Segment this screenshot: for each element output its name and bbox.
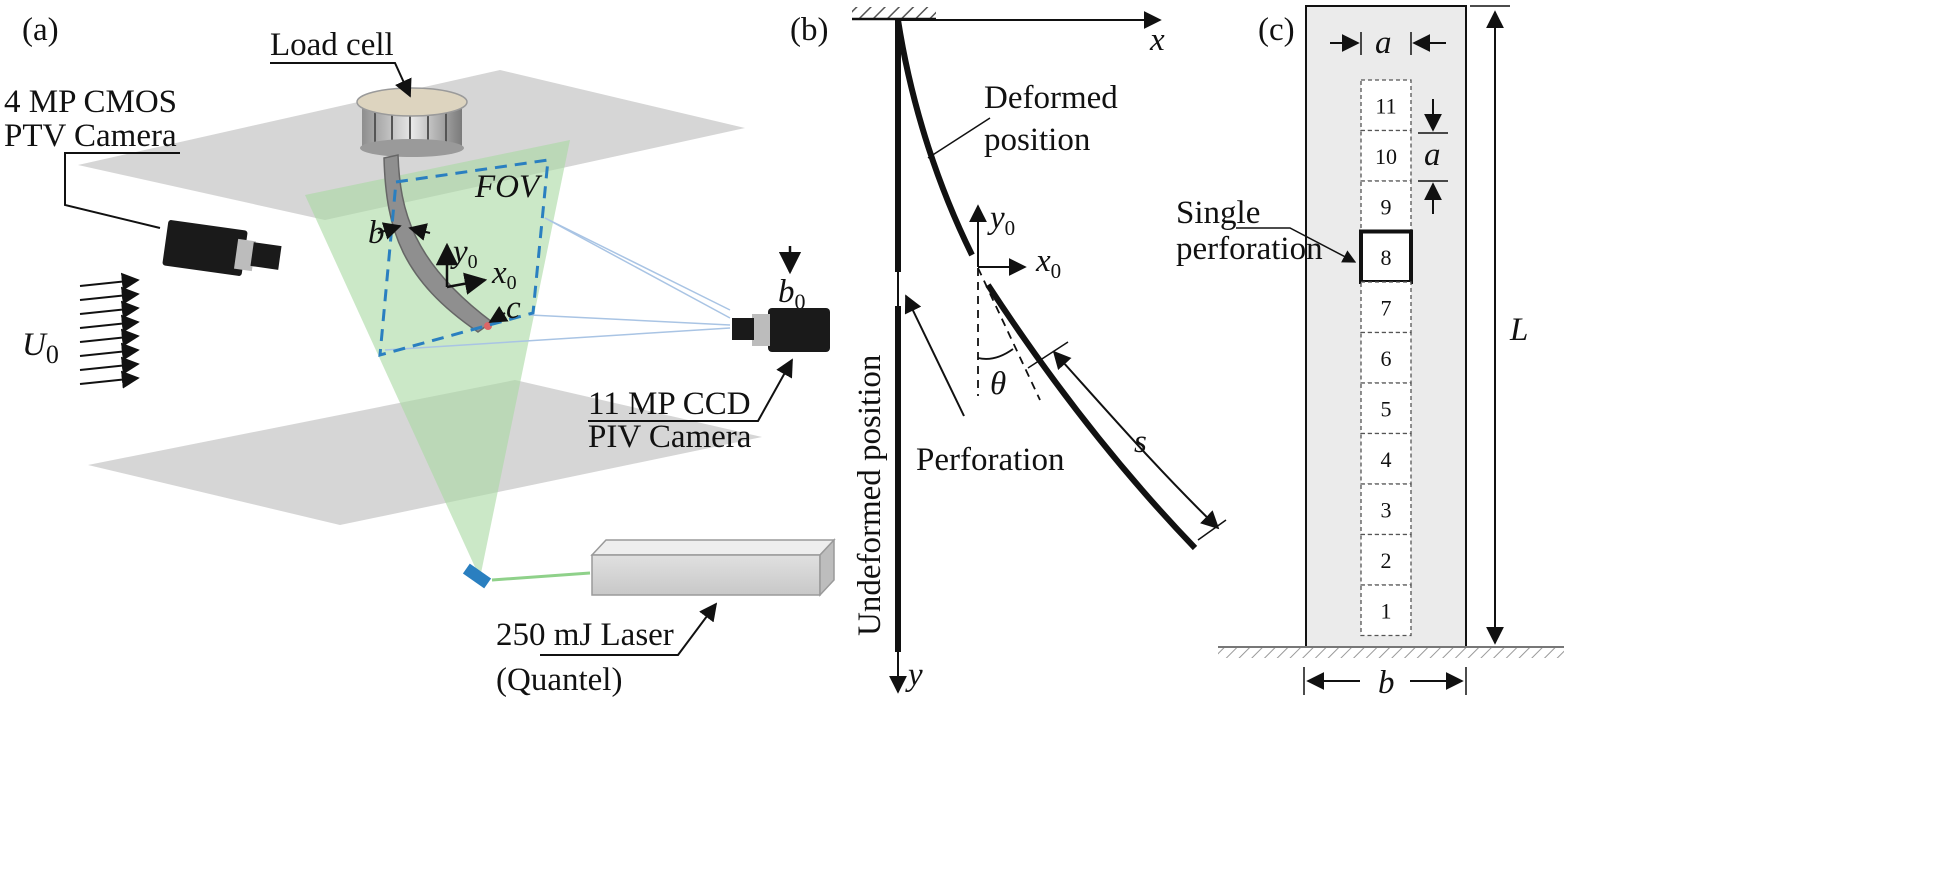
piv-camera (732, 308, 830, 352)
perforation-cell (1360, 79, 1412, 132)
deformed-plate-upper (895, 19, 975, 257)
perforation-label: Perforation (916, 442, 1064, 478)
perforation-cell-number: 11 (1375, 93, 1396, 118)
bent-flap (383, 154, 494, 333)
fov-label: FOV (474, 169, 543, 205)
ground-hatch (1218, 648, 1564, 658)
perforation-cell-number: 10 (1375, 144, 1397, 169)
b-y0-label: y0 (987, 200, 1015, 240)
piv-camera-label: 11 MP CCD PIV Camera (588, 386, 759, 455)
deformed-leader (927, 117, 991, 159)
s-tick-top (1027, 341, 1069, 369)
load-cell-leader (270, 62, 412, 98)
perforation-cell-number: 8 (1381, 245, 1392, 270)
x-axis-label: x (1149, 22, 1165, 58)
flap-width-arrow-right (408, 223, 431, 241)
b-x0-label: x0 (1035, 243, 1061, 283)
panel-a: (a) (4, 12, 836, 698)
load-cell-label: Load cell (270, 27, 394, 63)
s-arrow (1052, 350, 1220, 530)
panel-b: (b) x y Undeformed position Deformed pos… (790, 7, 1227, 694)
theta-arc (977, 348, 1014, 360)
length-label: L (1509, 312, 1528, 348)
ptv-camera-leader (64, 152, 180, 229)
deformed-label: Deformed position (984, 80, 1126, 158)
single-perforation-label: Single perforation (1176, 195, 1323, 267)
flap-thickness-label: c (506, 290, 521, 326)
single-perforation-leader (1236, 227, 1357, 263)
perforation-cell (1359, 229, 1413, 284)
perforation-cell (1360, 129, 1412, 182)
perforation-cell-number: 7 (1381, 295, 1392, 320)
perforation-cell (1360, 180, 1412, 233)
perforation-cell-number: 9 (1381, 194, 1392, 219)
perforation-cells: 11 10 9 8 7 6 5 4 3 2 1 (1359, 79, 1413, 637)
perforation-leader (904, 294, 965, 417)
perforation-cell (1360, 432, 1412, 485)
ptv-camera (162, 220, 282, 276)
flow-arrows (79, 272, 140, 389)
perforation-cell-number: 6 (1381, 346, 1392, 371)
y0-label: y0 (450, 234, 478, 273)
perforation-cell (1360, 483, 1412, 536)
perforation-cell (1360, 584, 1412, 637)
laser-beam (491, 571, 591, 582)
laser-box (590, 538, 836, 597)
theta-tangent-ref (977, 267, 1041, 401)
b0-label: b0 (778, 274, 806, 314)
camera-view-lines (384, 217, 731, 351)
a-height-label: a (1424, 137, 1441, 173)
panel-c-tag: (c) (1258, 12, 1295, 48)
load-cell (356, 87, 468, 157)
y-axis-label: y (905, 657, 923, 693)
perforation-cell (1360, 281, 1412, 334)
x0-axis (446, 272, 488, 295)
laser-mirror (462, 563, 492, 589)
perforation-cell-number: 1 (1381, 598, 1392, 623)
laser-sheet (305, 140, 570, 578)
panel-b-tag: (b) (790, 12, 828, 48)
perforation-cell-number: 3 (1381, 497, 1392, 522)
perforation-cell (1360, 331, 1412, 384)
flap-width-label: b (368, 215, 385, 251)
a-width-label: a (1375, 25, 1392, 61)
perforation-cell (1360, 382, 1412, 435)
laser-leader (540, 602, 718, 656)
undeformed-label: Undeformed position (852, 355, 888, 636)
perforation-cell (1360, 533, 1412, 586)
ptv-camera-label: 4 MP CMOS PTV Camera (4, 84, 185, 154)
piv-camera-leader (588, 358, 793, 422)
panel-a-tag: (a) (22, 12, 59, 48)
x0-label: x0 (491, 255, 517, 294)
b-label: b (1378, 665, 1395, 701)
perforation-cell-number: 5 (1381, 396, 1392, 421)
flap-thickness-arrow (488, 305, 509, 323)
perforation-cell-number: 2 (1381, 548, 1392, 573)
perforation-cell-number: 4 (1381, 447, 1392, 472)
deformed-plate-lower (985, 283, 1198, 551)
laser-label: 250 mJ Laser (Quantel) (496, 617, 682, 698)
wall-hatch (852, 7, 936, 19)
s-label: s (1134, 424, 1147, 460)
s-tick-bottom (1197, 519, 1227, 541)
flap-width-arrow (377, 222, 402, 240)
theta-label: θ (990, 366, 1006, 402)
fov-box (378, 158, 550, 358)
freestream-label: U0 (22, 327, 59, 369)
